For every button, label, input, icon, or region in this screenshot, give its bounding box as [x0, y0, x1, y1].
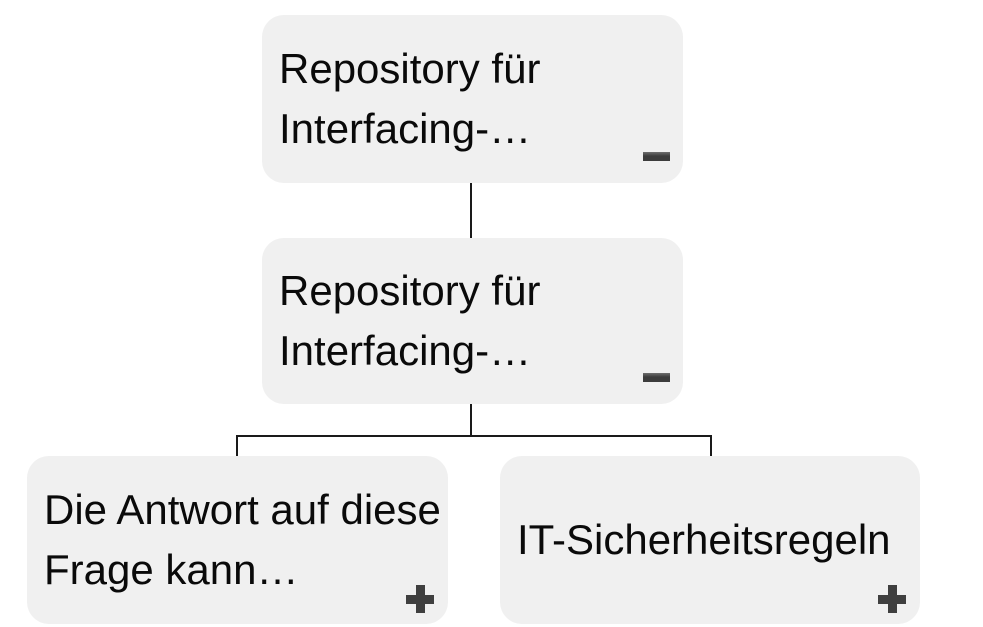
collapse-minus-icon[interactable]	[643, 373, 670, 382]
connector-root-child	[470, 183, 472, 238]
minus-bar	[643, 373, 670, 382]
node-label-line: Interfacing-…	[279, 327, 532, 374]
plus-bar-vertical	[416, 585, 425, 613]
connector-horizontal	[236, 435, 712, 437]
collapse-minus-icon[interactable]	[643, 152, 670, 161]
minus-bar	[643, 152, 670, 161]
plus-bar-vertical	[888, 585, 897, 613]
expand-plus-icon[interactable]	[878, 585, 906, 613]
node-label-line: Interfacing-…	[279, 105, 532, 152]
node-label-line: Die Antwort auf diese	[44, 486, 441, 533]
node-label-line: Repository für	[279, 267, 541, 314]
node-label-line: Frage kann…	[44, 546, 299, 593]
connector-drop-left	[236, 437, 238, 456]
node-repository-root[interactable]: Repository für Interfacing-…	[262, 15, 683, 183]
connector-child-stem	[470, 404, 472, 436]
node-label-line: IT-Sicherheitsregeln	[517, 516, 891, 563]
node-repository-child[interactable]: Repository für Interfacing-…	[262, 238, 683, 404]
node-it-sicherheitsregeln-leaf[interactable]: IT-Sicherheitsregeln	[500, 456, 920, 624]
node-label-line: Repository für	[279, 45, 541, 92]
node-antwort-leaf[interactable]: Die Antwort auf diese Frage kann…	[27, 456, 448, 624]
connector-drop-right	[710, 437, 712, 456]
expand-plus-icon[interactable]	[406, 585, 434, 613]
